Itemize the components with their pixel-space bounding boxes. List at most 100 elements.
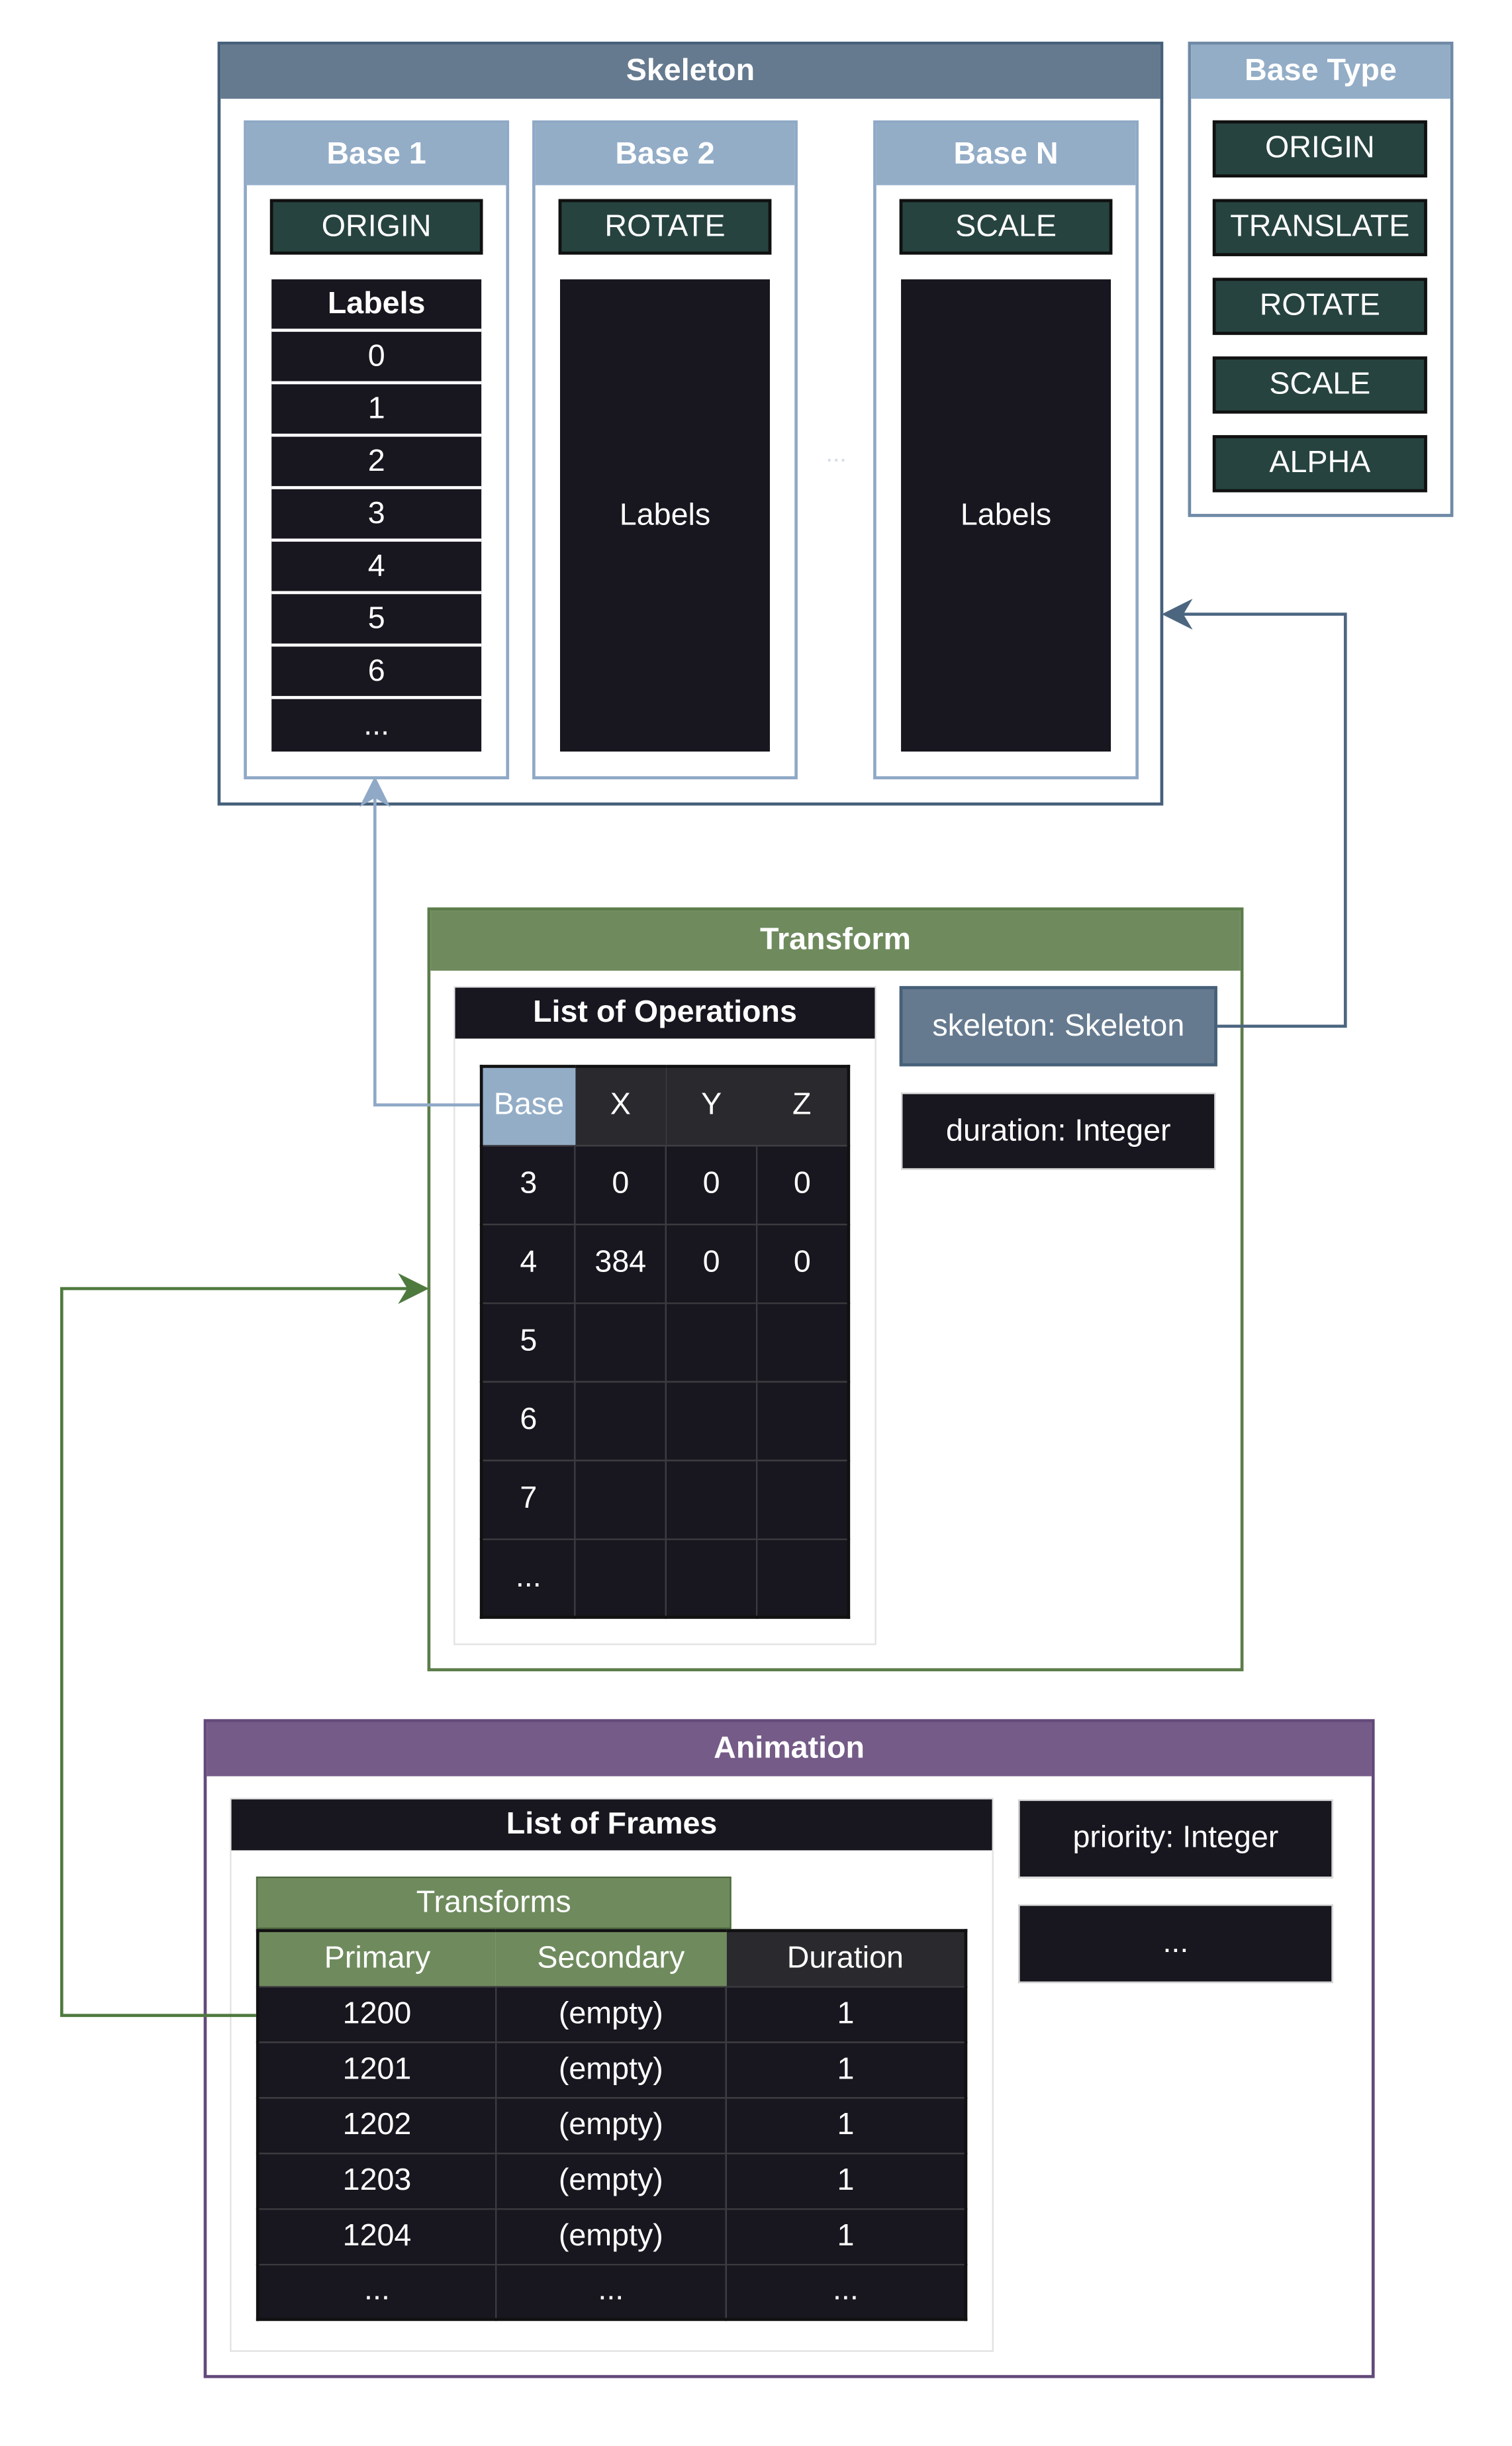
base-1-title: Base 1 bbox=[246, 123, 506, 185]
base-type-item: ROTATE bbox=[1212, 277, 1427, 335]
more-fields: ... bbox=[1018, 1904, 1333, 1983]
table-cell: ... bbox=[495, 2263, 728, 2321]
table-cell bbox=[755, 1301, 849, 1383]
table-cell: ... bbox=[480, 1538, 576, 1618]
table-cell bbox=[665, 1380, 758, 1461]
label-item: ... bbox=[363, 707, 390, 742]
table-cell: 0 bbox=[665, 1223, 758, 1304]
table-cell: 384 bbox=[574, 1223, 667, 1304]
table-cell bbox=[755, 1538, 849, 1618]
table-cell: 1200 bbox=[257, 1985, 496, 2043]
table-cell: 1 bbox=[725, 2207, 967, 2265]
table-cell bbox=[755, 1459, 849, 1540]
col-header-duration: Duration bbox=[726, 1930, 966, 1986]
table-cell: 1 bbox=[725, 2041, 967, 2098]
table-cell: (empty) bbox=[495, 2096, 728, 2154]
transforms-group-header: Transforms bbox=[256, 1877, 732, 1930]
label-item: 0 bbox=[271, 332, 482, 385]
base-type-item: SCALE bbox=[1212, 356, 1427, 414]
table-cell: 0 bbox=[665, 1144, 758, 1225]
transform-title: Transform bbox=[430, 910, 1241, 971]
table-row: 1204 (empty) 1 bbox=[257, 2207, 967, 2265]
col-header-z: Z bbox=[756, 1066, 849, 1146]
table-cell bbox=[665, 1301, 758, 1383]
table-row: 4 384 0 0 bbox=[480, 1223, 849, 1304]
table-cell bbox=[574, 1538, 667, 1618]
table-cell: 0 bbox=[755, 1223, 849, 1304]
table-cell: 7 bbox=[480, 1459, 576, 1540]
table-cell: (empty) bbox=[495, 2041, 728, 2098]
base-type-item: ORIGIN bbox=[1212, 120, 1427, 178]
priority-field: priority: Integer bbox=[1018, 1799, 1333, 1879]
table-cell: 1204 bbox=[257, 2207, 496, 2265]
table-cell: (empty) bbox=[495, 1985, 728, 2043]
skeleton-field-arrow bbox=[1161, 599, 1347, 1028]
table-cell: ... bbox=[257, 2263, 496, 2321]
table-cell: 1 bbox=[725, 2152, 967, 2210]
base-2-labels: Labels bbox=[560, 279, 770, 752]
table-cell bbox=[665, 1459, 758, 1540]
label-item: 2 bbox=[271, 437, 482, 489]
base-type-item: TRANSLATE bbox=[1212, 199, 1427, 256]
table-cell bbox=[574, 1459, 667, 1540]
base-2-type: ROTATE bbox=[558, 199, 772, 255]
table-cell: 0 bbox=[574, 1144, 667, 1225]
base-type-item: ALPHA bbox=[1212, 435, 1427, 493]
table-cell: (empty) bbox=[495, 2207, 728, 2265]
table-row: 7 bbox=[480, 1459, 849, 1540]
table-cell bbox=[574, 1380, 667, 1461]
base-1-labels-list: Labels 0 1 2 3 4 5 6 ... bbox=[271, 279, 482, 752]
table-cell: 1201 bbox=[257, 2041, 496, 2098]
table-row: 1201 (empty) 1 bbox=[257, 2041, 967, 2098]
animation-title: Animation bbox=[207, 1722, 1372, 1777]
table-cell: 5 bbox=[480, 1301, 576, 1383]
table-row: ... bbox=[480, 1538, 849, 1618]
table-cell: 1202 bbox=[257, 2096, 496, 2154]
table-cell: 3 bbox=[480, 1144, 576, 1225]
duration-field: duration: Integer bbox=[901, 1093, 1216, 1170]
table-row: 1202 (empty) 1 bbox=[257, 2096, 967, 2154]
table-row: 1200 (empty) 1 bbox=[257, 1985, 967, 2043]
operations-table: Base X Y Z 3 0 0 0 4 384 0 0 5 6 bbox=[479, 1065, 851, 1619]
table-row: 3 0 0 0 bbox=[480, 1144, 849, 1225]
skeleton-field: skeleton: Skeleton bbox=[899, 986, 1217, 1067]
base-1-type: ORIGIN bbox=[269, 199, 483, 255]
base-type-title: Base Type bbox=[1191, 44, 1450, 99]
base-n-labels: Labels bbox=[901, 279, 1111, 752]
table-row: 6 bbox=[480, 1380, 849, 1461]
transforms-to-transform-arrow bbox=[60, 1273, 429, 2018]
table-row: ... ... ... bbox=[257, 2263, 967, 2321]
table-cell: 1 bbox=[725, 2096, 967, 2154]
col-header-base: Base bbox=[481, 1066, 575, 1146]
base-n-title: Base N bbox=[876, 123, 1136, 185]
table-cell bbox=[665, 1538, 758, 1618]
table-cell: 1203 bbox=[257, 2152, 496, 2210]
col-header-secondary: Secondary bbox=[495, 1930, 727, 1986]
base-2-title: Base 2 bbox=[535, 123, 795, 185]
col-header-x: X bbox=[575, 1066, 667, 1146]
operations-title: List of Operations bbox=[455, 987, 875, 1039]
table-cell: 6 bbox=[480, 1380, 576, 1461]
table-cell bbox=[755, 1380, 849, 1461]
table-cell: 1 bbox=[725, 1985, 967, 2043]
col-header-y: Y bbox=[666, 1066, 757, 1146]
table-cell: ... bbox=[725, 2263, 967, 2321]
bases-ellipsis: ... bbox=[826, 441, 847, 468]
label-item: 6 bbox=[271, 647, 482, 699]
table-cell: 0 bbox=[755, 1144, 849, 1225]
table-row: 5 bbox=[480, 1301, 849, 1383]
base-to-skeleton-arrow bbox=[359, 776, 480, 1107]
frames-table: Primary Secondary Duration 1200 (empty) … bbox=[256, 1929, 968, 2322]
base-n-type: SCALE bbox=[899, 199, 1113, 255]
label-item: 1 bbox=[271, 384, 482, 437]
label-item: 3 bbox=[271, 489, 482, 542]
table-cell: 4 bbox=[480, 1223, 576, 1304]
label-item: 4 bbox=[271, 542, 482, 595]
table-cell bbox=[574, 1301, 667, 1383]
label-item: 5 bbox=[271, 594, 482, 647]
skeleton-title: Skeleton bbox=[220, 44, 1160, 99]
table-cell: (empty) bbox=[495, 2152, 728, 2210]
labels-header: Labels bbox=[271, 279, 482, 332]
